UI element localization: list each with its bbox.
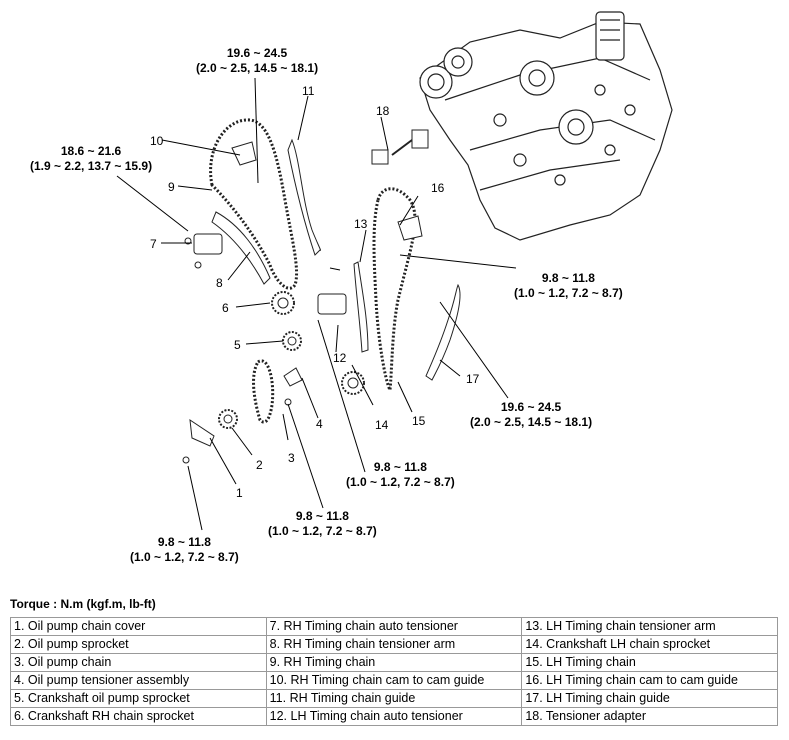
lh-tensioner-arm bbox=[353, 261, 369, 353]
legend-cell: 18. Tensioner adapter bbox=[521, 707, 778, 726]
crank-oil-pump-sprocket bbox=[282, 331, 302, 351]
callout-2: 2 bbox=[256, 458, 263, 472]
legend-cell: 13. LH Timing chain tensioner arm bbox=[521, 617, 778, 636]
legend-cell: 5. Crankshaft oil pump sprocket bbox=[10, 689, 267, 708]
callout-11: 11 bbox=[302, 84, 315, 98]
exploded-diagram bbox=[116, 11, 673, 531]
lh-timing-chain bbox=[372, 187, 417, 396]
lh-chain-guide bbox=[425, 283, 461, 381]
oil-pump-chain bbox=[252, 359, 275, 424]
legend-cell: 3. Oil pump chain bbox=[10, 653, 267, 672]
legend-cell: 15. LH Timing chain bbox=[521, 653, 778, 672]
callout-1: 1 bbox=[236, 486, 243, 500]
legend-cell: 12. LH Timing chain auto tensioner bbox=[265, 707, 523, 726]
callout-4: 4 bbox=[316, 417, 323, 431]
callout-3: 3 bbox=[288, 451, 295, 465]
crank-rh-sprocket bbox=[271, 291, 295, 315]
legend-cell: 1. Oil pump chain cover bbox=[10, 617, 267, 636]
rh-auto-tensioner bbox=[184, 233, 223, 269]
callout-15: 15 bbox=[412, 414, 426, 428]
legend-cell: 7. RH Timing chain auto tensioner bbox=[265, 617, 523, 636]
rh-chain-guide bbox=[287, 138, 321, 256]
torque-spec: 19.6 ~ 24.5(2.0 ~ 2.5, 14.5 ~ 18.1) bbox=[470, 400, 593, 429]
torque-unit-title: Torque : N.m (kgf.m, lb-ft) bbox=[10, 597, 156, 611]
oil-pump-chain-cover bbox=[189, 418, 215, 447]
legend-cell: 6. Crankshaft RH chain sprocket bbox=[10, 707, 267, 726]
engine-block bbox=[419, 11, 673, 241]
callout-14: 14 bbox=[375, 418, 389, 432]
lh-cam-to-cam-guide bbox=[397, 215, 423, 241]
callout-18: 18 bbox=[376, 104, 390, 118]
lh-auto-tensioner bbox=[317, 293, 347, 315]
legend-cell: 9. RH Timing chain bbox=[265, 653, 523, 672]
crank-lh-sprocket bbox=[341, 371, 365, 395]
callout-16: 16 bbox=[431, 181, 445, 195]
torque-spec: 19.6 ~ 24.5(2.0 ~ 2.5, 14.5 ~ 18.1) bbox=[196, 46, 319, 75]
legend-cell: 14. Crankshaft LH chain sprocket bbox=[521, 635, 778, 654]
legend-cell: 11. RH Timing chain guide bbox=[265, 689, 523, 708]
callout-6: 6 bbox=[222, 301, 229, 315]
callout-5: 5 bbox=[234, 338, 241, 352]
callout-10: 10 bbox=[150, 134, 164, 148]
torque-spec: 9.8 ~ 11.8(1.0 ~ 1.2, 7.2 ~ 8.7) bbox=[268, 509, 377, 538]
legend-cell: 4. Oil pump tensioner assembly bbox=[10, 671, 267, 690]
callout-13: 13 bbox=[354, 217, 368, 231]
torque-spec: 9.8 ~ 11.8(1.0 ~ 1.2, 7.2 ~ 8.7) bbox=[130, 535, 239, 564]
callout-17: 17 bbox=[466, 372, 480, 386]
legend-cell: 8. RH Timing chain tensioner arm bbox=[265, 635, 523, 654]
callout-12: 12 bbox=[333, 351, 347, 365]
callout-8: 8 bbox=[216, 276, 223, 290]
oil-pump-sprocket bbox=[218, 409, 238, 429]
rh-tensioner-arm bbox=[211, 211, 271, 285]
rh-cam-to-cam-guide bbox=[231, 141, 257, 166]
torque-spec: 9.8 ~ 11.8(1.0 ~ 1.2, 7.2 ~ 8.7) bbox=[514, 271, 623, 300]
legend-cell: 17. LH Timing chain guide bbox=[521, 689, 778, 708]
torque-spec: 18.6 ~ 21.6(1.9 ~ 2.2, 13.7 ~ 15.9) bbox=[30, 144, 153, 173]
callout-9: 9 bbox=[168, 180, 175, 194]
torque-spec: 9.8 ~ 11.8(1.0 ~ 1.2, 7.2 ~ 8.7) bbox=[346, 460, 455, 489]
legend-cell: 2. Oil pump sprocket bbox=[10, 635, 267, 654]
legend-cell: 16. LH Timing chain cam to cam guide bbox=[521, 671, 778, 690]
leader-lines bbox=[116, 77, 517, 531]
rh-timing-chain bbox=[209, 118, 299, 290]
tensioner-adapter bbox=[371, 129, 429, 165]
callout-7: 7 bbox=[150, 237, 157, 251]
oil-pump-tensioner bbox=[283, 367, 303, 387]
legend-cell: 10. RH Timing chain cam to cam guide bbox=[265, 671, 523, 690]
